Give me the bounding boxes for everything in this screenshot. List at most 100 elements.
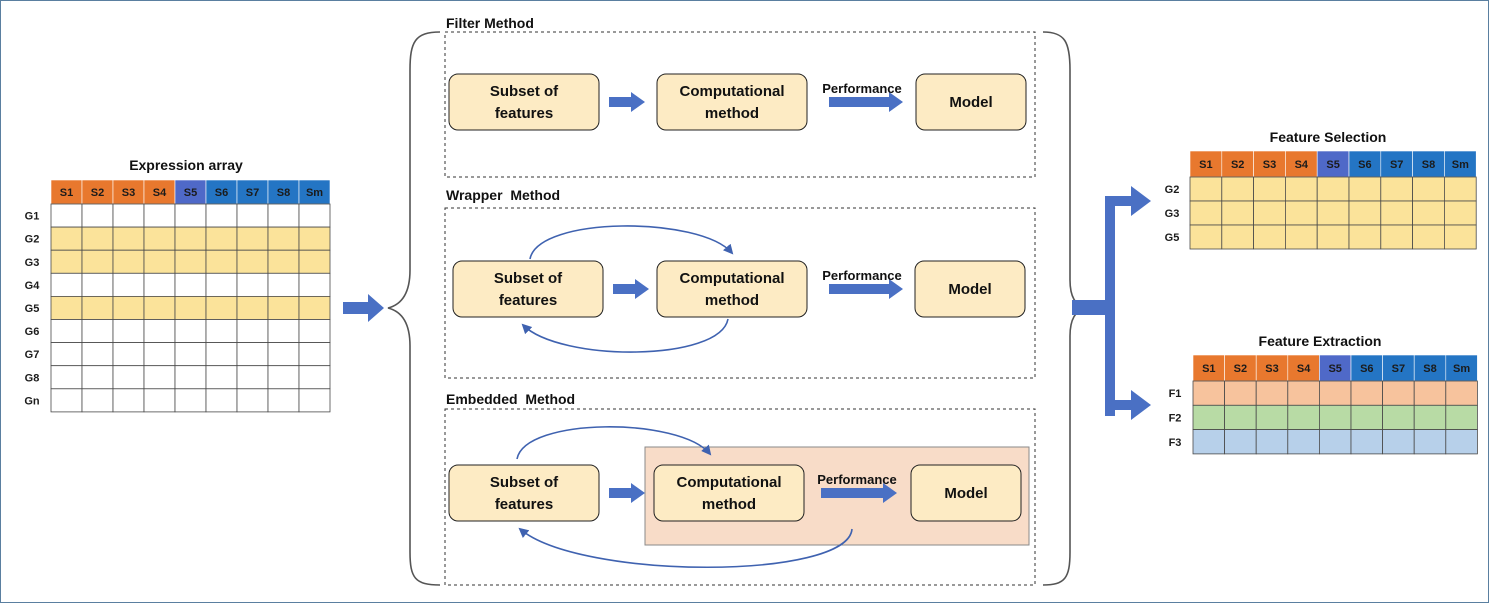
matrix-cell <box>267 203 300 228</box>
header-cell <box>1221 150 1254 178</box>
matrix-cell <box>1287 380 1320 406</box>
matrix-cell <box>81 249 114 274</box>
matrix-cell <box>236 272 269 297</box>
matrix-cell <box>1445 429 1478 455</box>
computational-label-line: Computational <box>680 270 785 287</box>
matrix-cell <box>1444 200 1477 226</box>
matrix-cell <box>205 203 238 228</box>
matrix-cell <box>267 388 300 413</box>
matrix-cell <box>1285 200 1318 226</box>
matrix-cell <box>1413 429 1447 455</box>
matrix-cell <box>298 226 331 251</box>
matrix-cell <box>81 388 114 413</box>
feedback-arc-top <box>529 225 734 260</box>
column-header-label: S7 <box>1390 159 1403 171</box>
model-box <box>910 464 1022 522</box>
matrix-cell <box>1382 429 1415 455</box>
model-box <box>915 73 1027 131</box>
matrix-cell <box>112 203 145 228</box>
matrix-cell <box>298 203 331 228</box>
output-split-arrow <box>1072 186 1151 420</box>
row-label: G5 <box>25 303 40 315</box>
matrix-cell <box>112 319 145 344</box>
column-header-label: S5 <box>184 187 197 199</box>
subset-label-line: features <box>495 496 553 513</box>
matrix-cell <box>1350 380 1384 406</box>
matrix-cell <box>1412 200 1445 226</box>
header-cell <box>298 179 331 205</box>
matrix-cell <box>1348 200 1382 226</box>
matrix-cell <box>1287 404 1320 430</box>
header-cell <box>1285 150 1318 178</box>
matrix-cell <box>1189 200 1223 226</box>
row-label: G8 <box>25 372 40 384</box>
matrix-cell <box>50 203 83 228</box>
feature-selection-title: Feature Selection <box>1270 129 1387 145</box>
matrix-cell <box>1316 224 1350 250</box>
matrix-cell <box>1413 380 1447 406</box>
matrix-cell <box>1348 176 1382 202</box>
matrix-cell <box>1382 404 1415 430</box>
matrix-cell <box>236 342 269 367</box>
matrix-cell <box>81 203 114 228</box>
matrix-cell <box>236 295 269 320</box>
matrix-cell <box>267 319 300 344</box>
matrix-cell <box>81 342 114 367</box>
computational-label-line: method <box>705 292 759 309</box>
matrix-cell <box>1224 404 1257 430</box>
header-cell <box>1380 150 1413 178</box>
matrix-cell <box>205 319 238 344</box>
matrix-cell <box>1445 380 1478 406</box>
matrix-cell <box>143 272 176 297</box>
header-cell <box>1348 150 1382 178</box>
feature-extraction-title: Feature Extraction <box>1259 333 1382 349</box>
matrix-cell <box>81 272 114 297</box>
column-header-label: S6 <box>1358 159 1371 171</box>
computational-label-line: method <box>702 496 756 513</box>
matrix-cell <box>267 342 300 367</box>
matrix-cell <box>1255 404 1289 430</box>
header-cell <box>81 179 114 205</box>
matrix-cell <box>81 295 114 320</box>
matrix-cell <box>1350 404 1384 430</box>
matrix-cell <box>236 388 269 413</box>
matrix-cell <box>1319 429 1352 455</box>
matrix-cell <box>1255 429 1289 455</box>
computational-method-box <box>656 260 808 318</box>
matrix-cell <box>174 203 207 228</box>
matrix-cell <box>1445 404 1478 430</box>
subset-label-line: Subset of <box>490 83 559 100</box>
matrix-cell <box>174 319 207 344</box>
flow-arrow <box>609 483 645 503</box>
header-cell <box>1192 354 1225 382</box>
matrix-cell <box>205 388 238 413</box>
row-label: F2 <box>1169 412 1182 424</box>
matrix-cell <box>1382 380 1415 406</box>
matrix-cell <box>236 226 269 251</box>
row-label: F3 <box>1169 437 1182 449</box>
matrix-cell <box>1253 224 1286 250</box>
matrix-cell <box>1287 429 1320 455</box>
matrix-cell <box>298 342 331 367</box>
computational-label-line: Computational <box>680 83 785 100</box>
matrix-cell <box>205 365 238 390</box>
row-label: Gn <box>24 395 40 407</box>
method-title: Embedded Method <box>446 391 575 407</box>
matrix-cell <box>1192 404 1226 430</box>
subset-of-features-box <box>452 260 604 318</box>
matrix-cell <box>1380 224 1414 250</box>
header-cell <box>267 179 300 205</box>
input-arrow <box>343 294 384 322</box>
matrix-cell <box>143 226 176 251</box>
matrix-cell <box>50 272 83 297</box>
matrix-cell <box>1224 380 1257 406</box>
matrix-cell <box>205 342 238 367</box>
matrix-cell <box>298 272 331 297</box>
matrix-cell <box>81 226 114 251</box>
method-title: Wrapper Method <box>446 187 560 203</box>
subset-label-line: features <box>499 292 557 309</box>
column-header-label: S4 <box>1295 159 1309 171</box>
